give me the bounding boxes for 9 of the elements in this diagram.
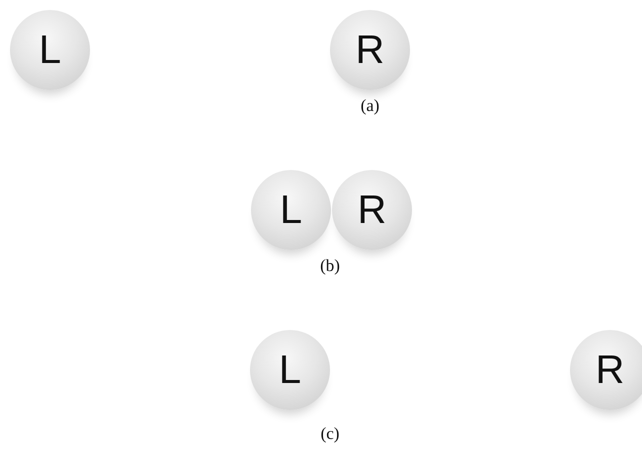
sphere-letter: L	[278, 350, 302, 390]
sphere-letter: R	[358, 190, 386, 230]
subfigure-caption: (b)	[320, 256, 340, 276]
sphere-letter: L	[280, 190, 302, 230]
sphere-letter: L	[38, 30, 62, 70]
sphere-letter: R	[356, 30, 384, 70]
subfigure-caption: (c)	[320, 424, 340, 444]
subfigure-caption: (a)	[360, 96, 380, 116]
sphere-letter: R	[596, 350, 624, 390]
